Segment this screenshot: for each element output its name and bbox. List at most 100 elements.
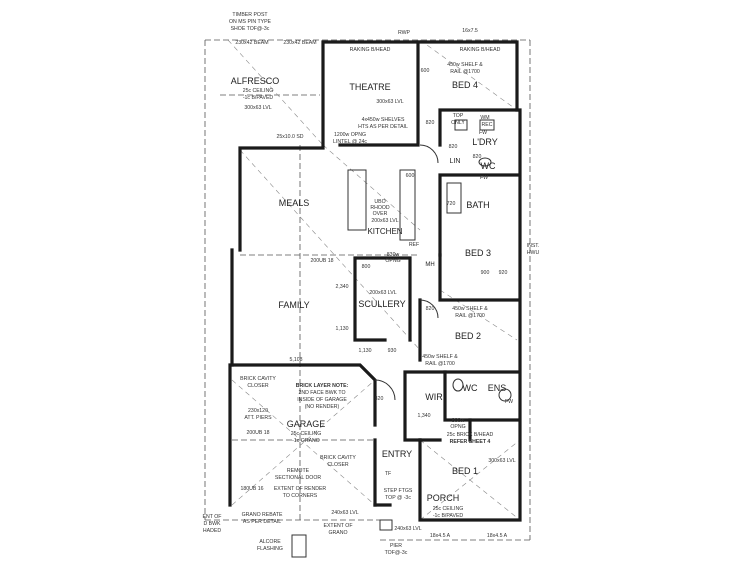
annotation-d820b: 820 bbox=[449, 144, 458, 150]
annotation-shelves1: 4x450w SHELVES bbox=[362, 117, 405, 123]
annotation-lvl-bed1: 300x63 LVL bbox=[488, 458, 515, 464]
annotation-timber-post-1: TIMBER POST bbox=[232, 12, 268, 18]
annotation-top-only1: TOP bbox=[453, 113, 464, 119]
annotation-lvl-front1: 240x63 LVL bbox=[331, 510, 358, 516]
room-meals: MEALS bbox=[279, 198, 310, 208]
annotation-inst: INST. bbox=[527, 243, 540, 249]
annotation-bl-note3: INSIDE OF GARAGE bbox=[297, 397, 347, 403]
annotation-d900: 900 bbox=[481, 270, 490, 276]
annotation-top-only2: ONLY bbox=[451, 120, 465, 126]
room-wir: WIR bbox=[425, 392, 443, 402]
annotation-sd: 25x10.0 SD bbox=[276, 134, 303, 140]
room-wc-1: WC bbox=[481, 161, 496, 171]
annotation-cavity1: BRICK CAVITY bbox=[240, 376, 276, 382]
annotation-d600: 600 bbox=[421, 68, 430, 74]
annotation-d820c: 820 bbox=[473, 154, 482, 160]
annotation-alcore1: ALCORE bbox=[259, 539, 281, 545]
annotation-d820a: 820 bbox=[426, 120, 435, 126]
annotation-extent-grano1: EXTENT OF bbox=[323, 523, 352, 529]
annotation-ref: REF bbox=[409, 242, 419, 248]
room-wc-2: WC bbox=[463, 383, 478, 393]
room-garage: GARAGE bbox=[287, 419, 326, 429]
annotation-step2: TOP @ -3c bbox=[385, 495, 411, 501]
room-theatre: THEATRE bbox=[349, 82, 390, 92]
annotation-d720: 720 bbox=[447, 201, 456, 207]
annotation-win1: 18x4.5 A bbox=[430, 533, 451, 539]
annotation-dim1130a: 1,130 bbox=[336, 326, 349, 332]
annotation-garage-c2: -1c GRANO bbox=[292, 438, 320, 444]
annotation-shelf-bed3-1: 450w SHELF & bbox=[452, 306, 488, 312]
room-bed4: BED 4 bbox=[452, 80, 478, 90]
room-bed3: BED 3 bbox=[465, 248, 491, 258]
annotation-bl-note1: BRICK LAYER NOTE: bbox=[296, 383, 349, 389]
room-bath: BATH bbox=[466, 200, 489, 210]
annotation-remote1: REMOTE bbox=[287, 468, 310, 474]
annotation-hwu: HWU bbox=[527, 250, 540, 256]
fixtures bbox=[291, 119, 512, 558]
annotation-raking2: RAKING B/HEAD bbox=[460, 47, 501, 53]
annotation-d920: 920 bbox=[499, 270, 508, 276]
room-labels: ALFRESCO THEATRE BED 4 L'DRY WC LIN BATH… bbox=[231, 76, 507, 503]
annotation-beam1: 230x42 BEAM bbox=[235, 40, 268, 46]
annotation-alfresco-c2: -1c B/PAVED bbox=[243, 95, 274, 101]
annotation-dim930: 930 bbox=[388, 348, 397, 354]
annotation-dim5108: 5,108 bbox=[290, 357, 303, 363]
room-laundry: L'DRY bbox=[472, 137, 498, 147]
annotation-opng800-1: 800w bbox=[452, 418, 465, 424]
annotation-piers2: ATT. PIERS bbox=[244, 415, 272, 421]
annotation-opng-830-2: OPNG bbox=[385, 258, 400, 264]
annotation-dim2340: 2,340 bbox=[336, 284, 349, 290]
walls bbox=[228, 40, 522, 522]
annotation-fw2: FW bbox=[505, 399, 513, 405]
annotation-bhead1: 25c BRICK B/HEAD bbox=[447, 432, 494, 438]
annotation-dim1130b: 1,130 bbox=[359, 348, 372, 354]
diagonal-ceiling-lines bbox=[227, 39, 521, 521]
annotation-d1340: 1,340 bbox=[418, 413, 431, 419]
annotation-piers1: 230x120 bbox=[248, 408, 268, 414]
annotation-remote2: SECTIONAL DOOR bbox=[275, 475, 321, 481]
annotation-bhead2: REFER SHEET 4 bbox=[450, 439, 491, 445]
annotation-lvl-theatre: 300x63 LVL bbox=[376, 99, 403, 105]
room-porch: PORCH bbox=[427, 493, 460, 503]
annotation-render1: EXTENT OF RENDER bbox=[274, 486, 327, 492]
annotation-timber-post-3: SHOE TOF@-3c bbox=[231, 26, 270, 32]
annotation-win2: 18x4.5 A bbox=[487, 533, 508, 539]
room-meter-box: MH bbox=[425, 262, 434, 268]
annotation-ub-front: 180UB 16 bbox=[240, 486, 263, 492]
annotation-porch-c1: 25c CEILING bbox=[433, 506, 464, 512]
annotation-ubo3: OVER bbox=[373, 211, 388, 217]
annotation-lvl-scull: 200x63 LVL bbox=[369, 290, 396, 296]
room-linen: LIN bbox=[450, 158, 461, 165]
annotation-garage-c1: 25c CEILING bbox=[291, 431, 322, 437]
room-scullery: SCULLERY bbox=[358, 299, 405, 309]
annotation-pier2: TOF@-3c bbox=[385, 550, 408, 556]
annotation-ext-bwk3: HADED bbox=[203, 528, 221, 534]
annotation-shelf-bed4-1: 450w SHELF & bbox=[447, 62, 483, 68]
annotation-bl-note4: (NO RENDER) bbox=[305, 404, 340, 410]
annotation-d820b: 820 bbox=[375, 396, 384, 402]
annotation-ext-bwk2: D BWK bbox=[203, 521, 221, 527]
annotation-rwp-top: RWP bbox=[398, 30, 411, 36]
room-family: FAMILY bbox=[278, 300, 309, 310]
room-kitchen: KITCHEN bbox=[367, 227, 402, 236]
annotation-step1: STEP FTGS bbox=[384, 488, 413, 494]
annotation-lvl-front2: 240x63 LVL bbox=[394, 526, 421, 532]
annotation-pier1: PIER bbox=[390, 543, 402, 549]
annotation-rec: REC bbox=[482, 122, 493, 128]
annotation-bl-note2: 2ND FACE BWK TO bbox=[298, 390, 345, 396]
annotation-d600: 600 bbox=[406, 173, 415, 179]
annotation-ub-garage: 200UB 18 bbox=[246, 430, 269, 436]
annotation-opng800-2: OPNG bbox=[450, 424, 465, 430]
annotation-fw1: FW bbox=[479, 130, 487, 136]
annotation-shelf-bed4-2: RAIL @1700 bbox=[450, 69, 480, 75]
annotation-shelf-bed2-2: RAIL @1700 bbox=[425, 361, 455, 367]
annotation-tf: TF bbox=[385, 471, 391, 477]
annotation-shelf-bed3-2: RAIL @1700 bbox=[455, 313, 485, 319]
annotation-shelves2: HTS AS PER DETAIL bbox=[358, 124, 408, 130]
annotation-alcore2: FLASHING bbox=[257, 546, 283, 552]
annotation-opng2: LINTEL @ 24c bbox=[333, 139, 367, 145]
annotation-opng-830-1: 830w bbox=[387, 252, 400, 258]
annotation-render2: TO CORNERS bbox=[283, 493, 318, 499]
annotation-timber-post-2: ON MS PIN TYPE bbox=[229, 19, 272, 25]
